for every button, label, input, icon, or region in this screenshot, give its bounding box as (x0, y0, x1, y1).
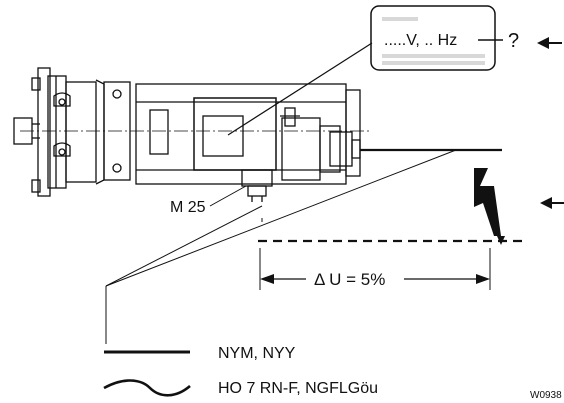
nameplate-text: .....V, .. Hz (384, 32, 457, 49)
arrow-left-icon (540, 197, 564, 209)
figure-code: W0938 (530, 390, 562, 401)
arrow-left-icon (537, 37, 562, 49)
gland-leader (209, 185, 247, 207)
legend-item-2: HO 7 RN-F, NGFLGöu (218, 380, 378, 397)
dimension-arrow (260, 274, 490, 284)
legend: NYM, NYY HO 7 RN-F, NGFLGöu (103, 345, 378, 397)
voltage-drop-label: Δ U = 5% (314, 270, 385, 289)
nameplate-leader (227, 42, 373, 136)
legend-wavy-line (103, 379, 191, 397)
nameplate-callout: .....V, .. Hz ? (370, 5, 519, 71)
cable-leader-2 (105, 205, 263, 287)
gland-label: M 25 (170, 199, 206, 216)
nameplate-question: ? (508, 30, 519, 52)
legend-item-1: NYM, NYY (218, 345, 296, 362)
cable-leader-1 (105, 149, 457, 287)
motor-drawing (13, 67, 361, 202)
lightning-icon (474, 168, 505, 245)
